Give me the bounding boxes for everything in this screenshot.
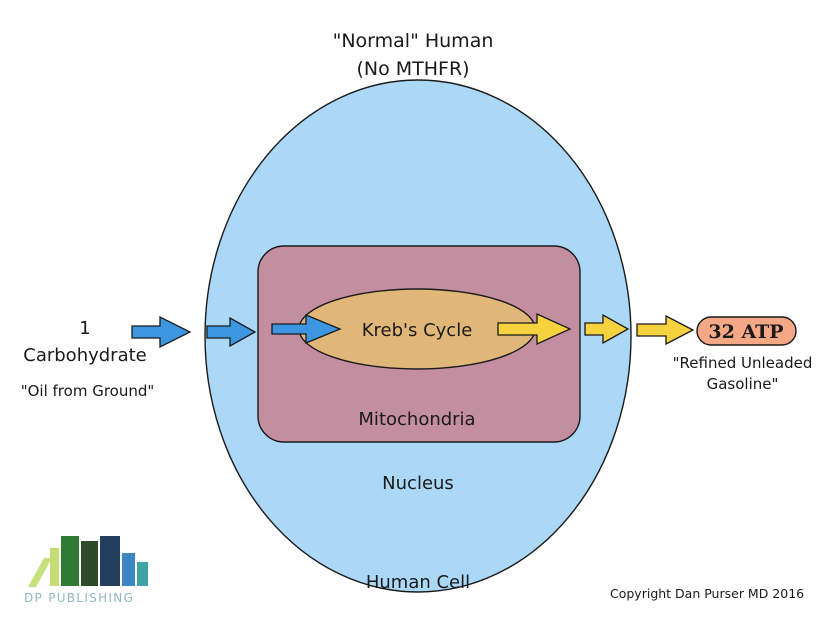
- input-arrow-2: [206, 316, 257, 348]
- atp-output-label: 32 ATP: [708, 321, 783, 343]
- diagram-title-line2: (No MTHFR): [356, 58, 470, 80]
- diagram-title-line1: "Normal" Human: [332, 30, 494, 52]
- human-cell-label: Human Cell: [366, 572, 470, 593]
- input-quantity: 1: [79, 318, 91, 339]
- output-arrow-3: [636, 314, 695, 346]
- input-note: "Oil from Ground": [20, 382, 155, 400]
- mitochondria-label: Mitochondria: [358, 409, 475, 430]
- copyright-text: Copyright Dan Purser MD 2016: [610, 586, 805, 601]
- output-note-line1: "Refined Unleaded: [672, 354, 813, 372]
- books-logo-icon: [28, 536, 148, 587]
- krebs-cycle-label: Kreb's Cycle: [362, 320, 473, 341]
- logo-text: DP PUBLISHING: [24, 591, 135, 605]
- output-arrow-2: [584, 313, 630, 345]
- nucleus-label: Nucleus: [382, 473, 454, 494]
- atp-output-pill: [696, 316, 797, 346]
- input-arrow-3: [271, 314, 342, 344]
- input-arrow-1: [131, 315, 192, 349]
- output-note-line2: Gasoline": [706, 375, 779, 393]
- input-name: Carbohydrate: [23, 345, 147, 366]
- output-arrow-1: [497, 312, 572, 346]
